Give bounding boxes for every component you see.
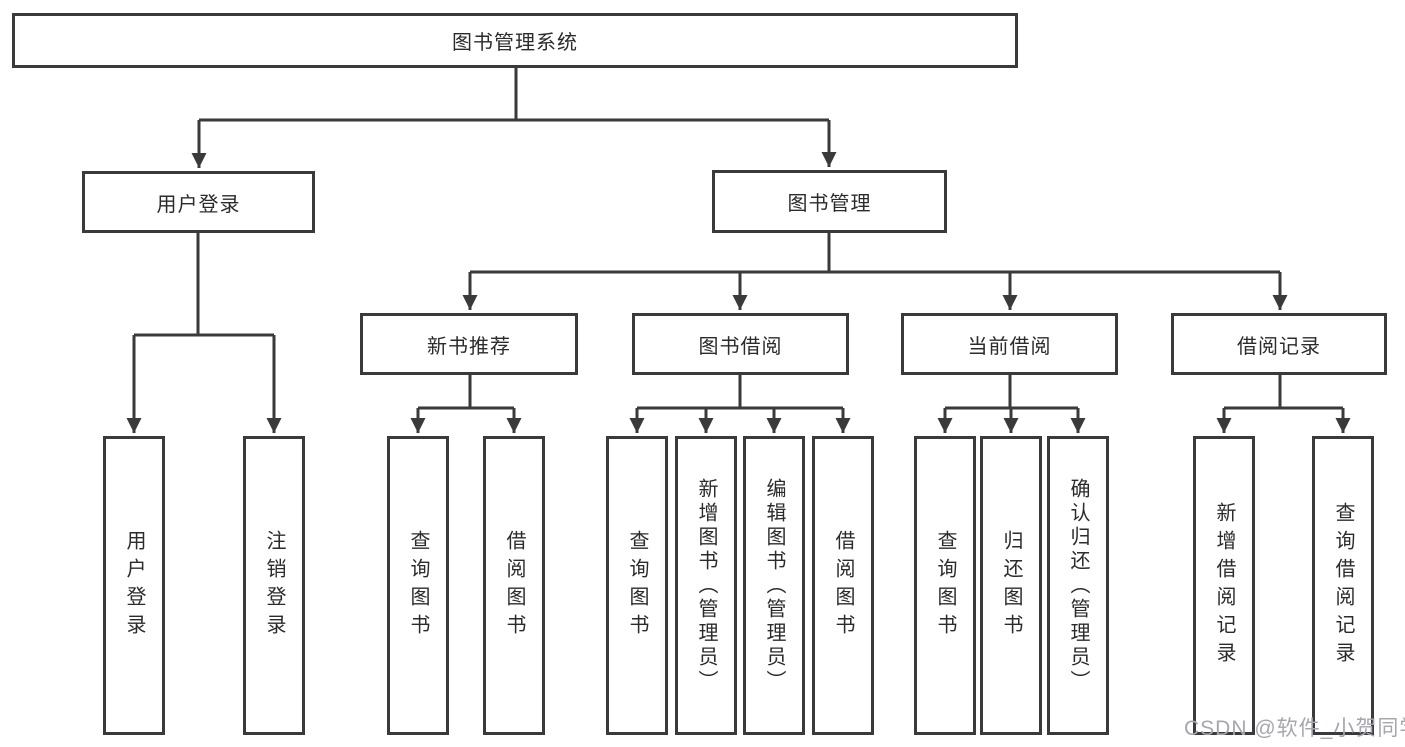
node-label: 当前借阅 — [967, 335, 1052, 358]
node-new-book-recommend: 新书推荐 — [360, 313, 578, 375]
leaf-label: 借阅图书 — [832, 529, 854, 642]
leaf-query-book-borrowing: 查询图书 — [606, 436, 668, 735]
leaf-label: 新增图书（管理员） — [695, 477, 717, 694]
node-root-system: 图书管理系统 — [12, 13, 1018, 68]
leaf-label: 确认归还（管理员） — [1067, 477, 1089, 694]
leaf-return-book: 归还图书 — [980, 436, 1042, 735]
node-label: 新书推荐 — [427, 335, 511, 358]
leaf-label: 借阅图书 — [503, 529, 525, 642]
node-label: 图书借阅 — [698, 335, 783, 358]
leaf-borrow-book-recommend: 借阅图书 — [483, 436, 545, 735]
leaf-label: 注销登录 — [263, 529, 285, 642]
node-book-management-module: 图书管理 — [712, 170, 947, 233]
leaf-label: 查询图书 — [407, 529, 429, 642]
watermark-text: CSDN @软件_小贺同学 — [1184, 717, 1405, 740]
leaf-logout: 注销登录 — [243, 436, 305, 735]
node-book-borrowing: 图书借阅 — [632, 313, 849, 375]
leaf-label: 新增借阅记录 — [1213, 501, 1235, 670]
node-borrowing-records: 借阅记录 — [1171, 313, 1387, 375]
node-user-login-module: 用户登录 — [82, 171, 315, 233]
leaf-query-borrow-record: 查询借阅记录 — [1312, 436, 1374, 735]
leaf-add-borrow-record: 新增借阅记录 — [1193, 436, 1255, 735]
node-root-label: 图书管理系统 — [452, 32, 578, 54]
node-current-borrowing: 当前借阅 — [901, 313, 1118, 375]
leaf-label: 查询借阅记录 — [1332, 501, 1354, 670]
node-label: 用户登录 — [156, 193, 241, 216]
leaf-confirm-return-admin: 确认归还（管理员） — [1047, 436, 1109, 735]
leaf-borrow-book: 借阅图书 — [812, 436, 874, 735]
leaf-query-book-recommend: 查询图书 — [387, 436, 449, 735]
leaf-label: 查询图书 — [934, 529, 956, 642]
leaf-add-book-admin: 新增图书（管理员） — [675, 436, 737, 735]
leaf-user-login: 用户登录 — [103, 436, 165, 735]
leaf-edit-book-admin: 编辑图书（管理员） — [743, 436, 805, 735]
leaf-label: 归还图书 — [1000, 529, 1022, 642]
leaf-label: 编辑图书（管理员） — [763, 477, 785, 694]
node-label: 借阅记录 — [1237, 335, 1321, 358]
node-label: 图书管理 — [787, 193, 872, 215]
leaf-query-book-current: 查询图书 — [914, 436, 976, 735]
leaf-label: 查询图书 — [626, 529, 648, 642]
leaf-label: 用户登录 — [123, 529, 145, 642]
